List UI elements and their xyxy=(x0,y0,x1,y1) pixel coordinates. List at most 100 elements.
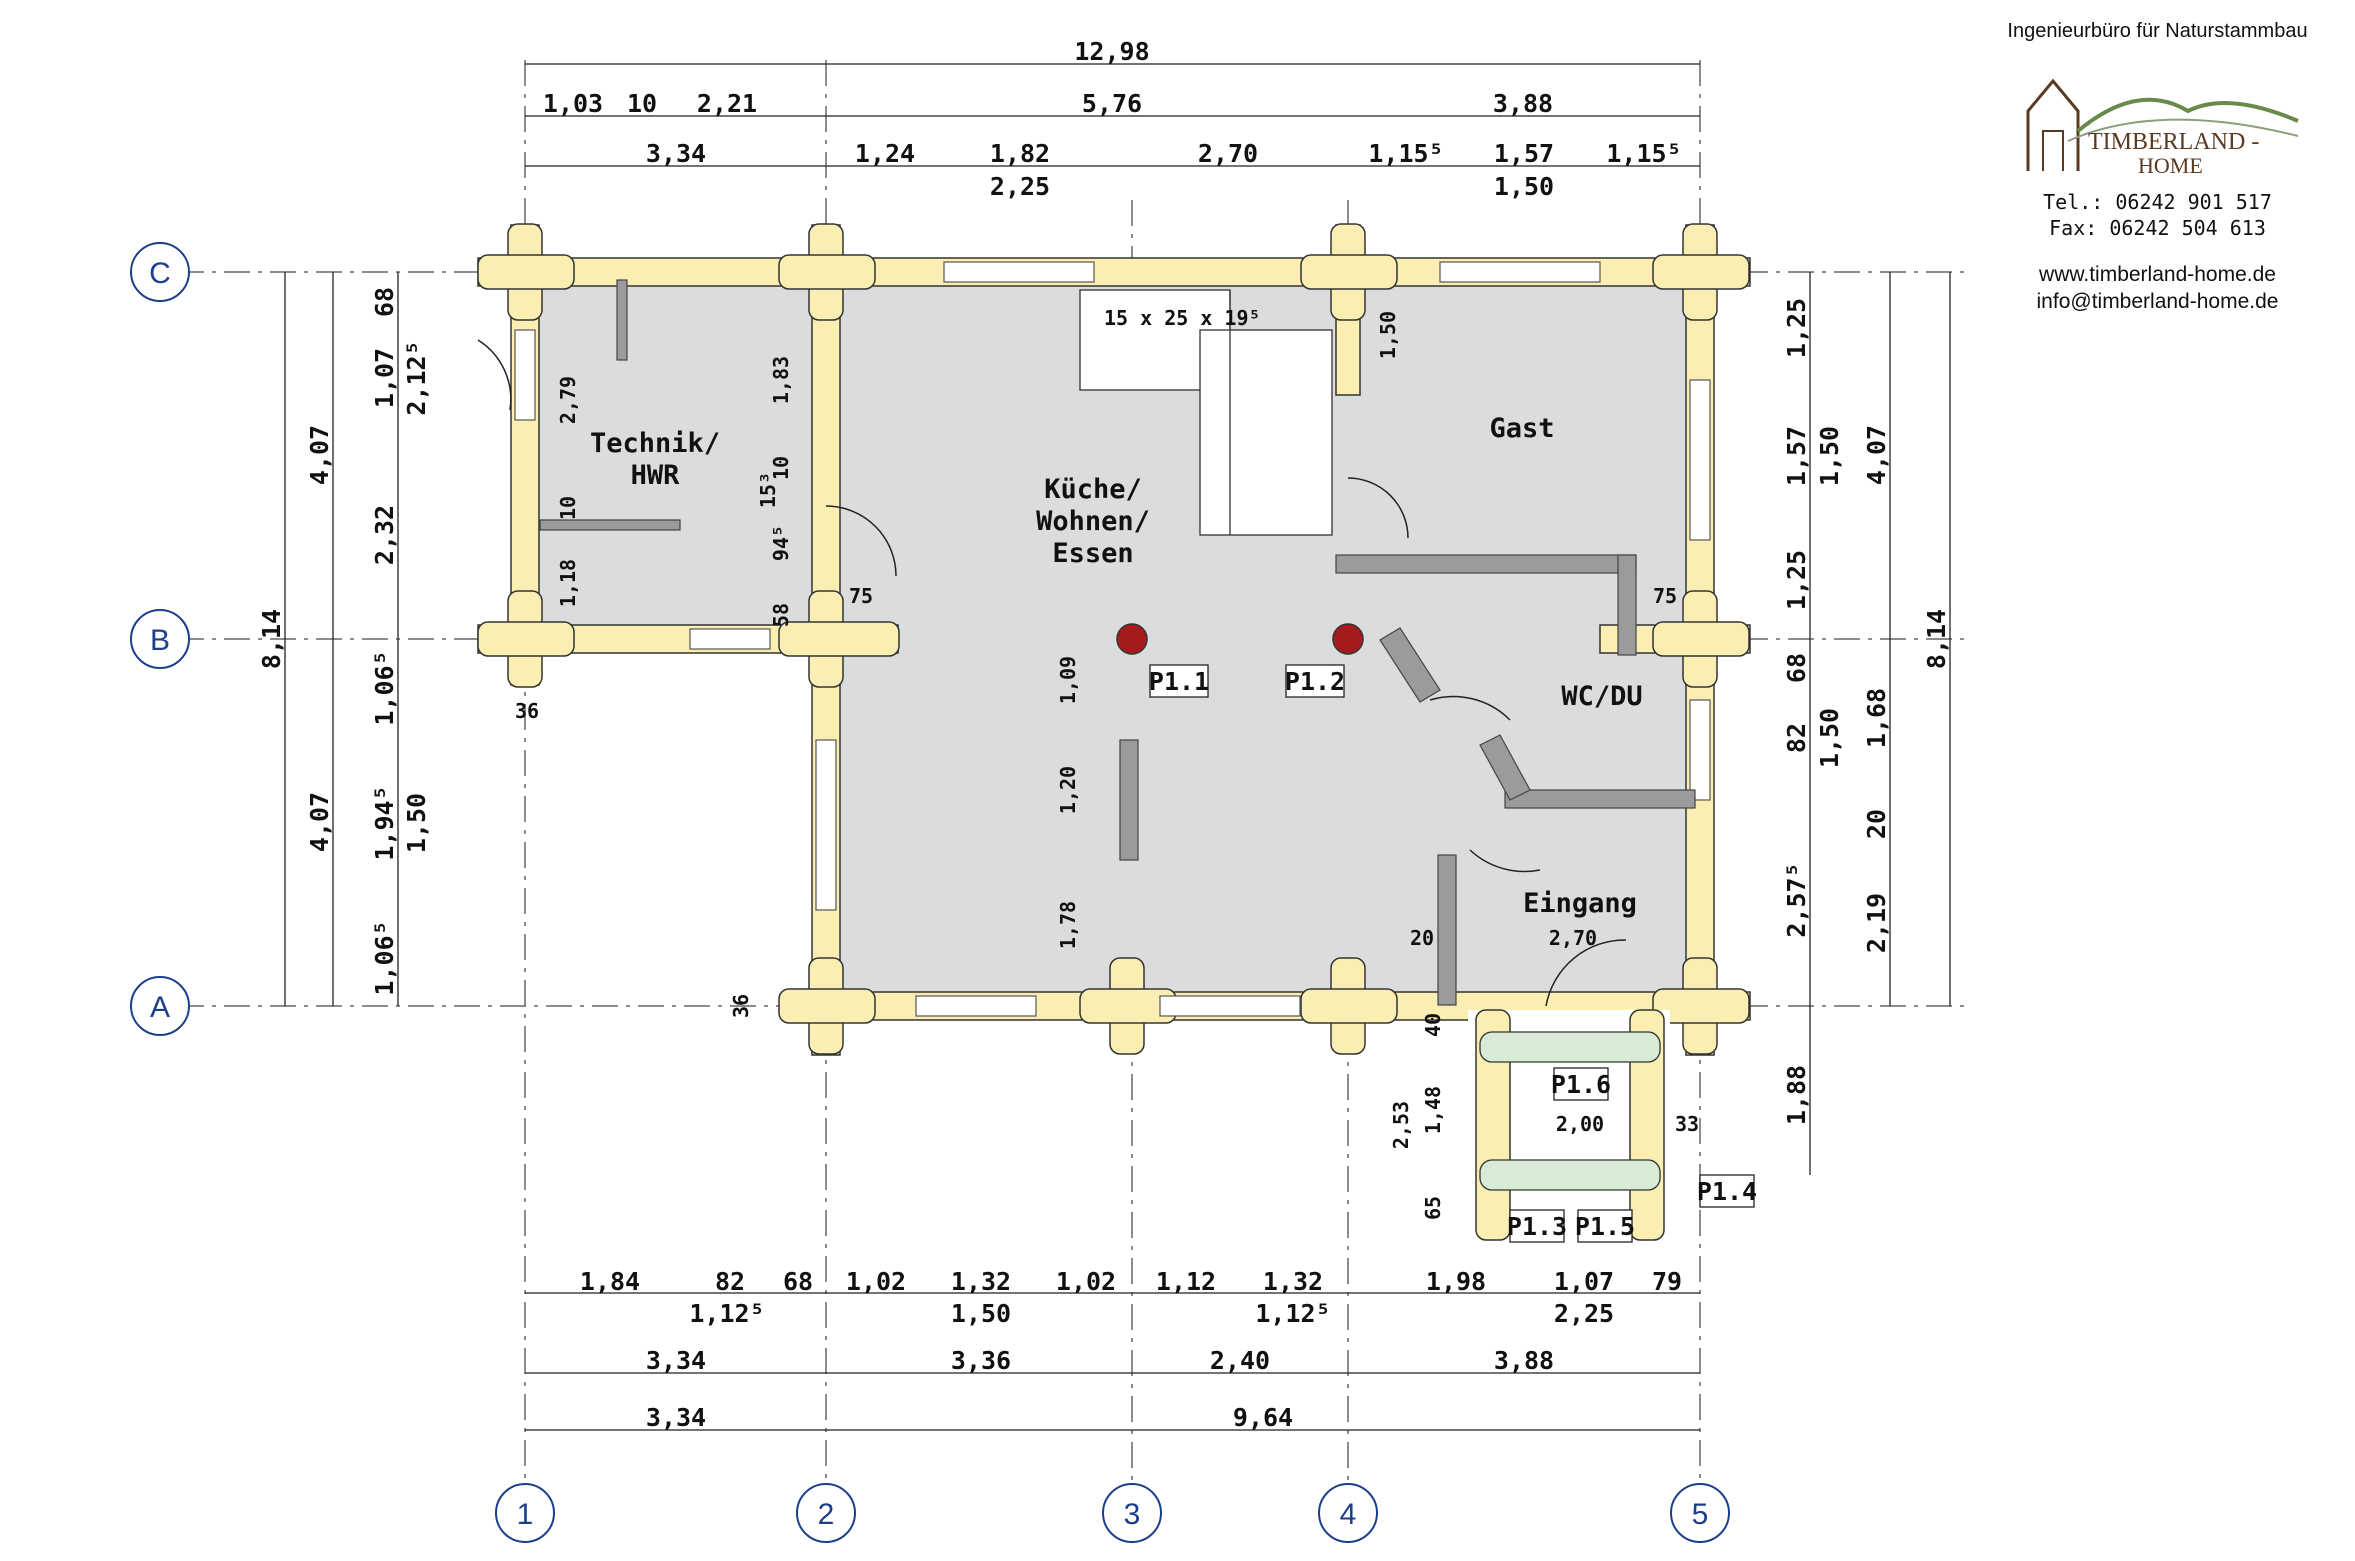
room-eingang: Eingang xyxy=(1523,888,1637,919)
axis-label-1: 1 xyxy=(517,1498,534,1531)
company-name: Ingenieurbüro für Naturstammbau xyxy=(2007,20,2308,42)
dimension-lines xyxy=(284,63,1951,1431)
dim-inner-13: 1,20 xyxy=(1056,766,1080,814)
dim-right-r2b-2: 1,50 xyxy=(1815,708,1844,768)
dim-top-r3-5: 1,15⁵ xyxy=(1368,139,1443,168)
dim-right-r2-1: 1,25 xyxy=(1782,298,1811,358)
dim-left-r3-2: 1,07 xyxy=(370,348,399,408)
dim-top-r3b-2: 1,50 xyxy=(1494,172,1554,201)
dim-inner-15: 36 xyxy=(515,699,539,723)
dim-bottom-r1-2: 82 xyxy=(715,1267,745,1296)
dim-right-r3-1: 4,07 xyxy=(1862,425,1891,485)
dim-bottom-r1-10: 1,07 xyxy=(1554,1267,1614,1296)
dim-right-overall: 8,14 xyxy=(1922,609,1951,669)
room-wc-du: WC/DU xyxy=(1561,681,1642,712)
dim-inner-7: 1,18 xyxy=(556,559,580,607)
post-p1-2 xyxy=(1332,623,1364,655)
dim-bottom-r1-5: 1,32 xyxy=(951,1267,1011,1296)
dim-bottom-r1-8: 1,32 xyxy=(1263,1267,1323,1296)
dim-bottom-r3-1: 3,34 xyxy=(646,1403,706,1432)
dim-top-r3-2: 1,24 xyxy=(855,139,915,168)
dim-inner-10: 75 xyxy=(1653,584,1677,608)
dim-bottom-r2-3: 2,40 xyxy=(1210,1346,1270,1375)
windows xyxy=(514,261,1711,1017)
dim-inner-8: 58 xyxy=(769,603,793,627)
dim-left-r2-1: 4,07 xyxy=(305,425,334,485)
dim-bottom-r1-11: 79 xyxy=(1652,1267,1682,1296)
company-tel: Tel.: 06242 901 517 xyxy=(2043,190,2272,214)
dim-top-r2-5: 3,88 xyxy=(1493,89,1553,118)
axis-label-4: 4 xyxy=(1340,1498,1357,1531)
company-website[interactable]: www.timberland-home.de xyxy=(2039,263,2276,286)
dim-inner-16: 36 xyxy=(729,994,753,1018)
dim-left-r3-5: 1,94⁵ xyxy=(370,785,399,860)
axis-label-2: 2 xyxy=(818,1498,835,1531)
room-technik-line1: Technik/ xyxy=(590,428,720,459)
dim-inner-6: 94⁵ xyxy=(769,525,793,561)
dim-top-overall: 12,98 xyxy=(1074,37,1149,66)
dim-inner-4: 10 xyxy=(556,496,580,520)
dim-inner-19: 40 xyxy=(1421,1013,1445,1037)
logo-line1: TIMBERLAND - xyxy=(2088,129,2259,155)
dim-top-r2-2: 10 xyxy=(627,89,657,118)
dim-inner-24: 65 xyxy=(1421,1196,1445,1220)
dim-bottom-r1-6: 1,02 xyxy=(1056,1267,1116,1296)
room-gast: Gast xyxy=(1489,413,1554,444)
axis-label-a: A xyxy=(150,991,170,1024)
dim-left-r3-1: 68 xyxy=(370,287,399,317)
dim-inner-9: 75 xyxy=(849,584,873,608)
dim-top-r2-1: 1,03 xyxy=(543,89,603,118)
post-label-p1-5: P1.5 xyxy=(1575,1212,1635,1241)
dim-left-overall: 8,14 xyxy=(257,609,286,669)
logo-line2: HOME xyxy=(2138,153,2203,178)
company-logo: TIMBERLAND - HOME xyxy=(2008,61,2308,181)
dim-inner-23: 33 xyxy=(1675,1112,1699,1136)
dim-top-r3-3: 1,82 xyxy=(990,139,1050,168)
posts xyxy=(1116,623,1364,655)
dim-bottom-r1b-1: 1,12⁵ xyxy=(689,1299,764,1328)
company-branding: Ingenieurbüro für Naturstammbau TIMBERLA… xyxy=(1965,20,2350,315)
dim-top-r3-4: 2,70 xyxy=(1198,139,1258,168)
dim-left-r4-1: 2,12⁵ xyxy=(402,340,431,415)
dim-right-r3-2: 1,68 xyxy=(1862,688,1891,748)
dim-left-r3-3: 2,32 xyxy=(370,505,399,565)
dim-inner-12: 1,09 xyxy=(1056,656,1080,704)
dim-left-r2-2: 4,07 xyxy=(305,792,334,852)
dim-top-r3-1: 3,34 xyxy=(646,139,706,168)
axis-label-c: C xyxy=(149,257,171,290)
dim-bottom-r1b-2: 1,50 xyxy=(951,1299,1011,1328)
dim-bottom-r1b-4: 2,25 xyxy=(1554,1299,1614,1328)
room-technik-line2: HWR xyxy=(631,460,681,491)
dim-right-r2-3: 1,25 xyxy=(1782,550,1811,610)
post-label-p1-6: P1.6 xyxy=(1551,1070,1611,1099)
axis-label-5: 5 xyxy=(1692,1498,1709,1531)
dim-right-r2b-1: 1,50 xyxy=(1815,426,1844,486)
dim-bottom-r1-9: 1,98 xyxy=(1426,1267,1486,1296)
dim-inner-5: 15³ xyxy=(756,472,780,508)
web-block: www.timberland-home.de info@timberland-h… xyxy=(1965,261,2350,315)
dim-left-r3-6: 1,06⁵ xyxy=(370,920,399,995)
dim-right-r2-4: 68 xyxy=(1782,653,1811,683)
dim-bottom-r1-4: 1,02 xyxy=(846,1267,906,1296)
post-label-p1-2: P1.2 xyxy=(1285,667,1345,696)
post-label-boxes xyxy=(1149,664,1755,1243)
dim-inner-18: 2,70 xyxy=(1549,926,1597,950)
room-kueche-line2: Wohnen/ xyxy=(1036,506,1150,537)
dim-top-r3-6: 1,57 xyxy=(1494,139,1554,168)
room-kueche-line3: Essen xyxy=(1052,538,1133,569)
post-p1-1 xyxy=(1116,623,1148,655)
dim-inner-3: 10 xyxy=(769,456,793,480)
dim-bottom-r3-2: 9,64 xyxy=(1233,1403,1293,1432)
dim-left-r3-4: 1,06⁵ xyxy=(370,650,399,725)
dim-top-r3-7: 1,15⁵ xyxy=(1606,139,1681,168)
post-label-p1-3: P1.3 xyxy=(1507,1212,1567,1241)
stairs xyxy=(1079,289,1333,536)
dim-bottom-r1b-3: 1,12⁵ xyxy=(1255,1299,1330,1328)
post-label-p1-1: P1.1 xyxy=(1149,667,1209,696)
dim-right-r3-3: 20 xyxy=(1862,809,1891,839)
dim-inner-17: 20 xyxy=(1410,926,1434,950)
contact-block: Tel.: 06242 901 517 Fax: 06242 504 613 xyxy=(1965,189,2350,241)
company-email[interactable]: info@timberland-home.de xyxy=(2036,290,2279,313)
axis-label-3: 3 xyxy=(1124,1498,1141,1531)
dim-right-r2-5: 82 xyxy=(1782,723,1811,753)
